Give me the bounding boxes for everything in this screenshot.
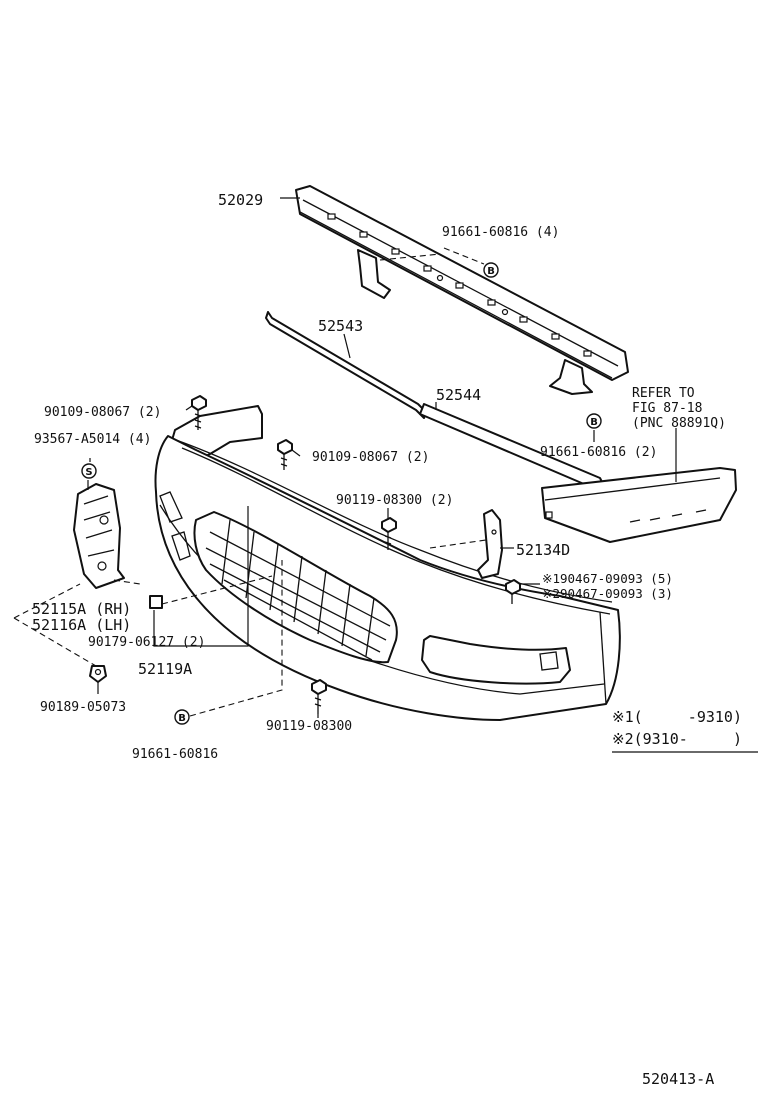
label-90119-top: 90119-08300 (2) — [336, 493, 453, 508]
label-52134D: 52134D — [516, 541, 570, 559]
label-52029: 52029 — [218, 191, 263, 209]
bumper-cover-52119A — [154, 405, 621, 721]
side-extension-panel — [541, 467, 737, 543]
bolt-90119-top — [381, 517, 397, 550]
label-52116A: 52116A (LH) — [32, 616, 131, 634]
bolt-90119-bottom — [311, 679, 327, 714]
bumper-reinforcement-52029 — [295, 185, 629, 395]
svg-text:B: B — [590, 417, 598, 428]
label-52543: 52543 — [318, 317, 363, 335]
b-marker-icon: B — [174, 709, 190, 725]
label-refer-2: FIG 87-18 — [632, 401, 702, 416]
label-refer-3: (PNC 88891Q) — [632, 416, 726, 431]
screw-90467 — [505, 579, 521, 604]
svg-text:B: B — [487, 266, 495, 277]
svg-text:B: B — [178, 713, 186, 724]
label-90467-1: ※190467-09093 (5) — [542, 571, 673, 586]
center-bracket-52134D — [477, 509, 503, 579]
label-93567: 93567-A5014 (4) — [34, 432, 151, 447]
label-52544: 52544 — [436, 386, 481, 404]
bolt-90109-mid — [277, 439, 293, 470]
label-91661-bottom: 91661-60816 — [132, 747, 218, 762]
legend-row-1: ※1( -9310) — [612, 708, 742, 726]
label-91661-right: 91661-60816 (2) — [540, 445, 657, 460]
legend-row-2: ※2(9310- ) — [612, 730, 742, 748]
diagram-id: 520413-A — [642, 1070, 714, 1088]
label-52119A: 52119A — [138, 660, 192, 678]
label-90467-2: ※290467-09093 (3) — [542, 586, 673, 601]
leader-lines — [13, 197, 758, 753]
label-52115A: 52115A (RH) — [32, 600, 131, 618]
s-marker-icon: S — [81, 463, 97, 479]
side-bracket-52115A — [73, 483, 125, 589]
label-90109-left: 90109-08067 (2) — [44, 405, 161, 420]
molding-52543 — [265, 311, 427, 419]
grommet-90189 — [89, 665, 107, 683]
label-90119-bottom: 90119-08300 — [266, 719, 352, 734]
label-91661-top: 91661-60816 (4) — [442, 225, 559, 240]
svg-text:S: S — [85, 467, 92, 478]
clip-90179 — [149, 595, 163, 609]
b-marker-icon: B — [483, 262, 499, 278]
label-90109-mid: 90109-08067 (2) — [312, 450, 429, 465]
b-marker-icon: B — [586, 413, 602, 429]
label-refer-1: REFER TO — [632, 386, 695, 401]
label-90179: 90179-06127 (2) — [88, 635, 205, 650]
label-90189: 90189-05073 — [40, 700, 126, 715]
